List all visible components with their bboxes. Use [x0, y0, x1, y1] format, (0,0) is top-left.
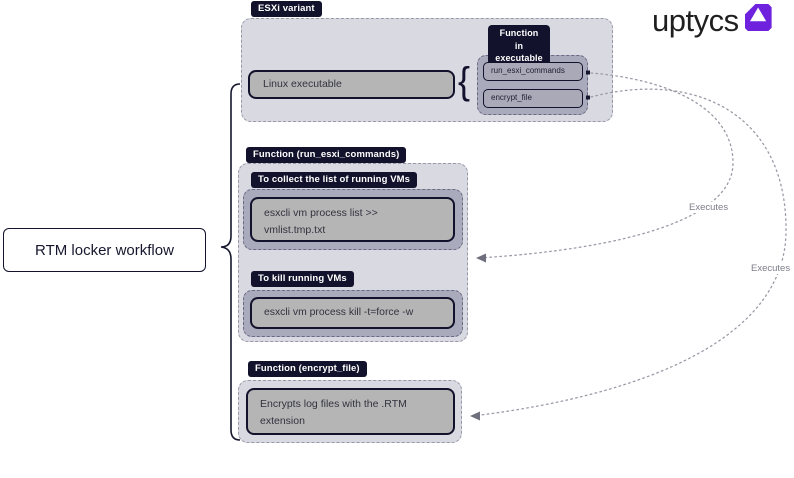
command-text: esxcli vm process list >> vmlist.tmp.txt — [264, 207, 378, 236]
workflow-title: RTM locker workflow — [35, 241, 174, 259]
collect-vms-tag: To collect the list of running VMs — [251, 172, 418, 188]
command-text: esxcli vm process kill -t=force -w — [264, 307, 414, 318]
function-encrypt-file-box: encrypt_file — [483, 89, 583, 108]
linux-executable-box: Linux executable — [248, 70, 455, 99]
kill-vms-tag: To kill running VMs — [251, 271, 354, 287]
kill-vms-command-box: esxcli vm process kill -t=force -w — [250, 297, 455, 329]
arrowhead-icon — [470, 411, 480, 421]
executes-label-1: Executes — [686, 202, 732, 213]
function-name: run_esxi_commands — [491, 66, 565, 75]
uptycs-mark-icon — [744, 4, 772, 31]
esxi-variant-tag: ESXi variant — [251, 1, 322, 17]
function-in-executable-tag: Function in executable — [488, 25, 550, 68]
description-text: Encrypts log files with the .RTM extensi… — [260, 398, 407, 427]
workflow-title-box: RTM locker workflow — [3, 228, 206, 272]
run-commands-tag: Function (run_esxi_commands) — [246, 147, 407, 163]
executes-arc-encrypt-file — [472, 88, 787, 417]
function-name: encrypt_file — [491, 93, 532, 102]
encrypt-file-tag: Function (encrypt_file) — [248, 361, 367, 377]
uptycs-logo: uptycs — [652, 4, 772, 38]
collect-vms-command-box: esxcli vm process list >> vmlist.tmp.txt — [250, 197, 455, 242]
arrowhead-icon — [476, 253, 486, 263]
executes-label-2: Executes — [748, 263, 794, 274]
uptycs-wordmark: uptycs — [652, 3, 739, 38]
encrypt-file-description-box: Encrypts log files with the .RTM extensi… — [246, 388, 455, 435]
function-run-esxi-commands-box: run_esxi_commands — [483, 62, 583, 81]
small-brace-icon: { — [458, 58, 471, 102]
linux-executable-label: Linux executable — [263, 78, 342, 90]
